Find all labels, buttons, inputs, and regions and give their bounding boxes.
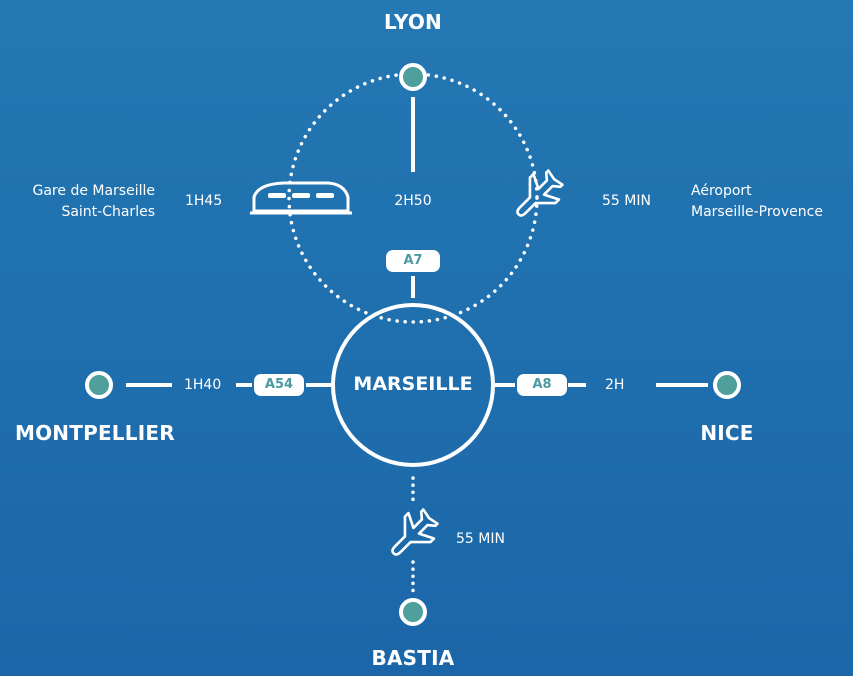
duration-road-lyon: 2H50: [394, 193, 432, 209]
city-label-montpellier: MONTPELLIER: [15, 421, 175, 445]
road-badge-a7: A7: [386, 250, 440, 272]
plane-icon: [391, 508, 439, 556]
duration-road-nice: 2H: [605, 377, 625, 393]
city-node-icon: [713, 371, 741, 399]
train-icon: [250, 181, 352, 215]
city-node-icon: [399, 63, 427, 91]
train-station-line1: Gare de Marseille: [32, 183, 156, 199]
plane-icon: [516, 169, 564, 217]
hub-label: MARSEILLE: [353, 373, 473, 395]
train-station-info: Gare de Marseille Saint-Charles: [0, 181, 156, 223]
airport-line2: Marseille-Provence: [691, 204, 823, 220]
city-label-nice: NICE: [700, 421, 754, 445]
city-label-lyon: LYON: [384, 10, 442, 34]
airport-info: Aéroport Marseille-Provence: [691, 181, 853, 223]
road-badge-a54: A54: [254, 374, 304, 396]
duration-flight-bastia: 55 MIN: [456, 531, 505, 547]
city-node-icon: [85, 371, 113, 399]
city-label-bastia: BASTIA: [371, 646, 455, 670]
duration-road-montpellier: 1H40: [184, 377, 222, 393]
road-badge-a8: A8: [517, 374, 567, 396]
airport-line1: Aéroport: [691, 183, 752, 199]
train-station-line2: Saint-Charles: [61, 204, 155, 220]
duration-flight-lyon: 55 MIN: [602, 193, 651, 209]
duration-train: 1H45: [185, 193, 223, 209]
city-node-icon: [399, 598, 427, 626]
